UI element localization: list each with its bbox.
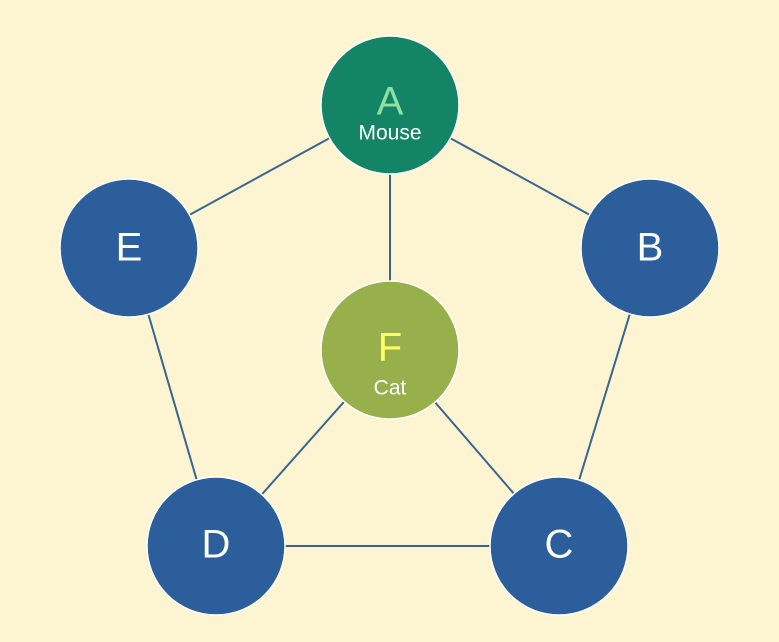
node-c[interactable]: C (489, 476, 629, 616)
node-b-letter: B (637, 226, 664, 270)
node-d-letter: D (202, 523, 231, 567)
node-a-circle (320, 35, 460, 175)
node-a-letter: A (377, 80, 404, 124)
node-a-sublabel: Mouse (358, 122, 421, 145)
node-e-circle (59, 178, 199, 318)
node-f[interactable]: F Cat (320, 280, 460, 420)
node-d-circle (146, 476, 286, 616)
node-e-letter: E (116, 226, 143, 270)
node-f-sublabel: Cat (374, 377, 407, 400)
node-b-circle (580, 178, 720, 318)
node-e[interactable]: E (59, 178, 199, 318)
node-c-letter: C (545, 523, 574, 567)
node-b[interactable]: B (580, 178, 720, 318)
node-c-circle (489, 476, 629, 616)
node-f-circle (320, 280, 460, 420)
node-f-letter: F (378, 326, 402, 370)
node-d[interactable]: D (146, 476, 286, 616)
node-a[interactable]: A Mouse (320, 35, 460, 175)
